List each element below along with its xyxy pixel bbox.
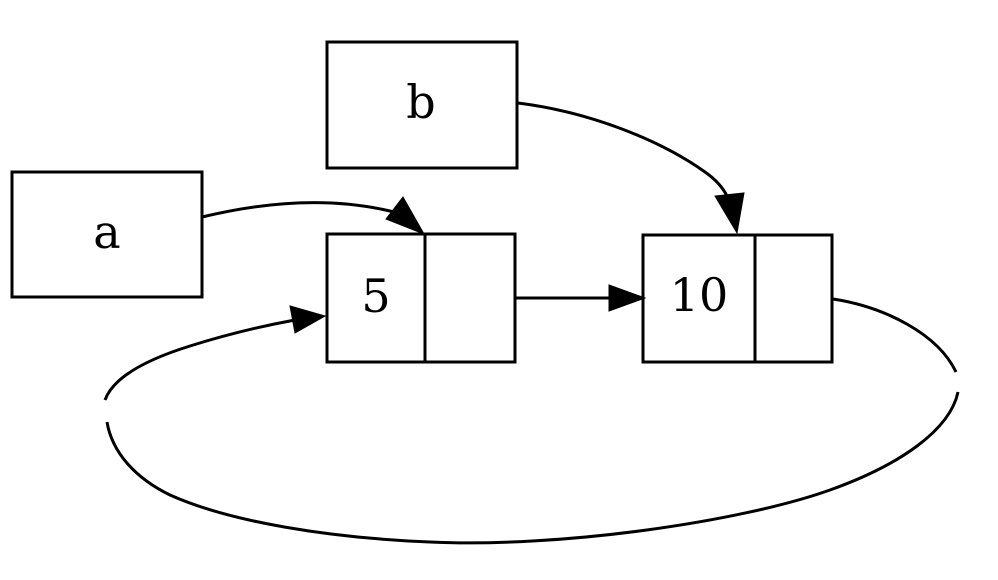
node-var-b: b (325, 40, 519, 170)
cell-5-box (325, 232, 517, 364)
cell-5-value: 5 (361, 269, 390, 323)
edge-b-to-cell10-arrowhead-icon (714, 192, 745, 235)
cell-10-value: 10 (670, 268, 729, 322)
var-b-box (325, 40, 519, 170)
var-a-label: a (93, 205, 120, 259)
node-cell-10: 10 (641, 233, 834, 364)
loop-arrowhead-icon (289, 305, 327, 334)
edge-a-to-cell5-arrowhead-icon (385, 196, 426, 235)
edge-cell5-to-cell10 (516, 284, 647, 312)
var-b-label: b (406, 75, 435, 129)
loop-bottom-segment (105, 391, 960, 545)
edge-cell5-to-cell10-arrowhead-icon (608, 284, 647, 312)
loop-right-segment (832, 297, 958, 373)
node-var-a: a (10, 170, 204, 299)
edge-b-to-cell10-curve (517, 101, 729, 197)
edge-b-to-cell10 (517, 101, 745, 235)
cell-10-box (641, 233, 834, 364)
edge-cell10-loop-to-cell5 (103, 297, 960, 545)
node-cell-5: 5 (325, 232, 517, 364)
loop-left-top-segment (103, 318, 296, 401)
var-a-box (10, 170, 204, 299)
edge-a-to-cell5-curve (201, 201, 399, 219)
edge-a-to-cell5 (201, 196, 426, 235)
